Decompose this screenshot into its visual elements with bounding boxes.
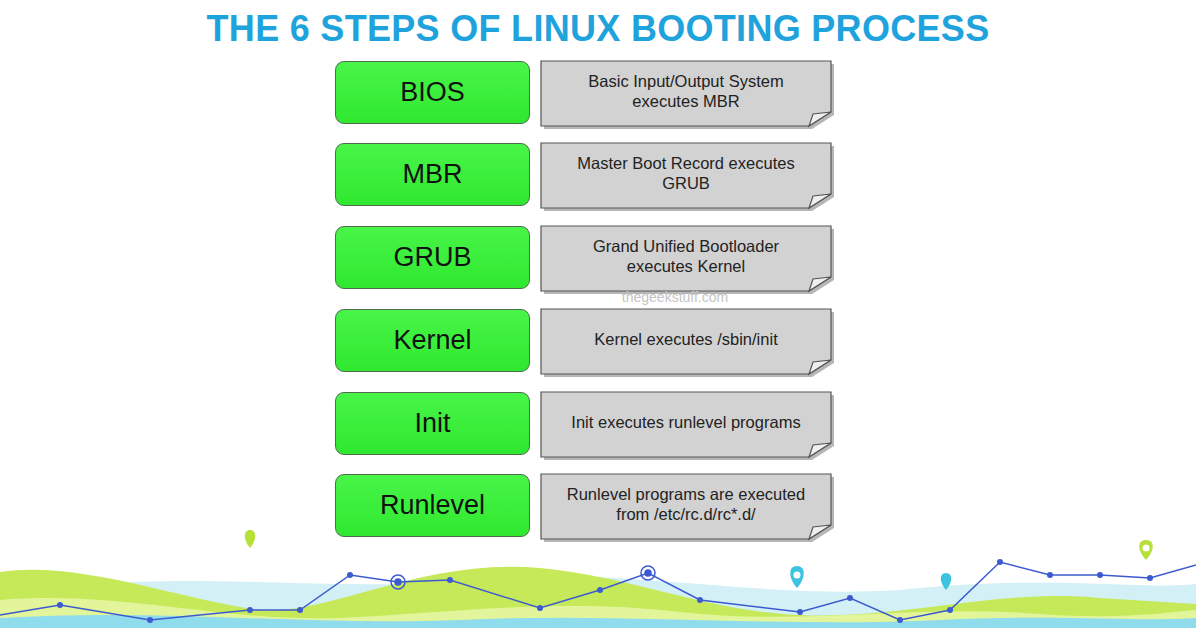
note-box: Grand Unified Bootloader executes Kernel <box>541 226 831 291</box>
step-box: BIOS <box>335 61 530 124</box>
step-box: Kernel <box>335 309 530 372</box>
step-description: Kernel executes /sbin/init <box>560 330 812 350</box>
step-description: Master Boot Record executes GRUB <box>560 154 812 194</box>
step-name: Runlevel <box>380 490 485 521</box>
step-description: Basic Input/Output System executes MBR <box>560 72 812 112</box>
step-description: Init executes runlevel programs <box>560 413 812 433</box>
step-name: BIOS <box>400 77 465 108</box>
note-box: Init executes runlevel programs <box>541 392 831 457</box>
diagram-title: THE 6 STEPS OF LINUX BOOTING PROCESS <box>0 8 1196 50</box>
step-name: Kernel <box>393 325 471 356</box>
step-box: Runlevel <box>335 474 530 537</box>
step-name: Init <box>414 408 450 439</box>
step-description: Grand Unified Bootloader executes Kernel <box>560 237 812 277</box>
step-box: Init <box>335 392 530 455</box>
watermark: thegeekstuff.com <box>595 289 755 305</box>
step-box: MBR <box>335 143 530 206</box>
note-box: Kernel executes /sbin/init <box>541 309 831 374</box>
note-box: Runlevel programs are executed from /etc… <box>541 474 831 539</box>
step-name: GRUB <box>393 242 471 273</box>
trend-dots <box>57 559 1153 623</box>
step-box: GRUB <box>335 226 530 289</box>
light-green-wave <box>0 598 1196 628</box>
green-wave <box>0 567 1196 628</box>
ring-dots <box>391 566 655 589</box>
step-name: MBR <box>403 159 463 190</box>
step-description: Runlevel programs are executed from /etc… <box>560 485 812 525</box>
note-box: Master Boot Record executes GRUB <box>541 143 831 208</box>
note-box: Basic Input/Output System executes MBR <box>541 61 831 126</box>
trend-line <box>0 562 1196 620</box>
